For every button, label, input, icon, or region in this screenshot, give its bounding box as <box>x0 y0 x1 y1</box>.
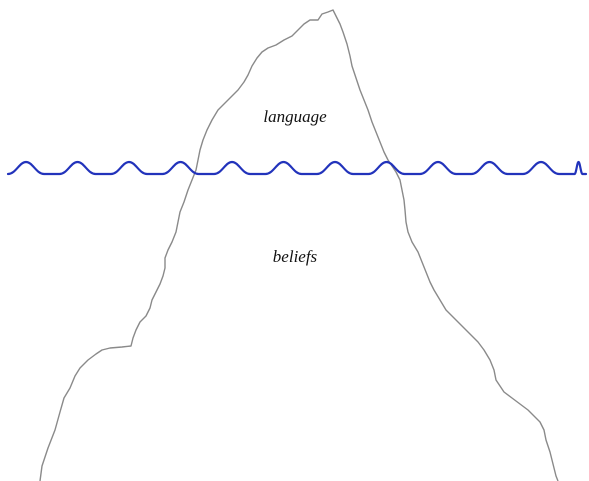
iceberg-outline <box>40 10 558 481</box>
waterline-wave <box>8 162 586 174</box>
language-label: language <box>263 107 327 126</box>
beliefs-label: beliefs <box>273 247 318 266</box>
